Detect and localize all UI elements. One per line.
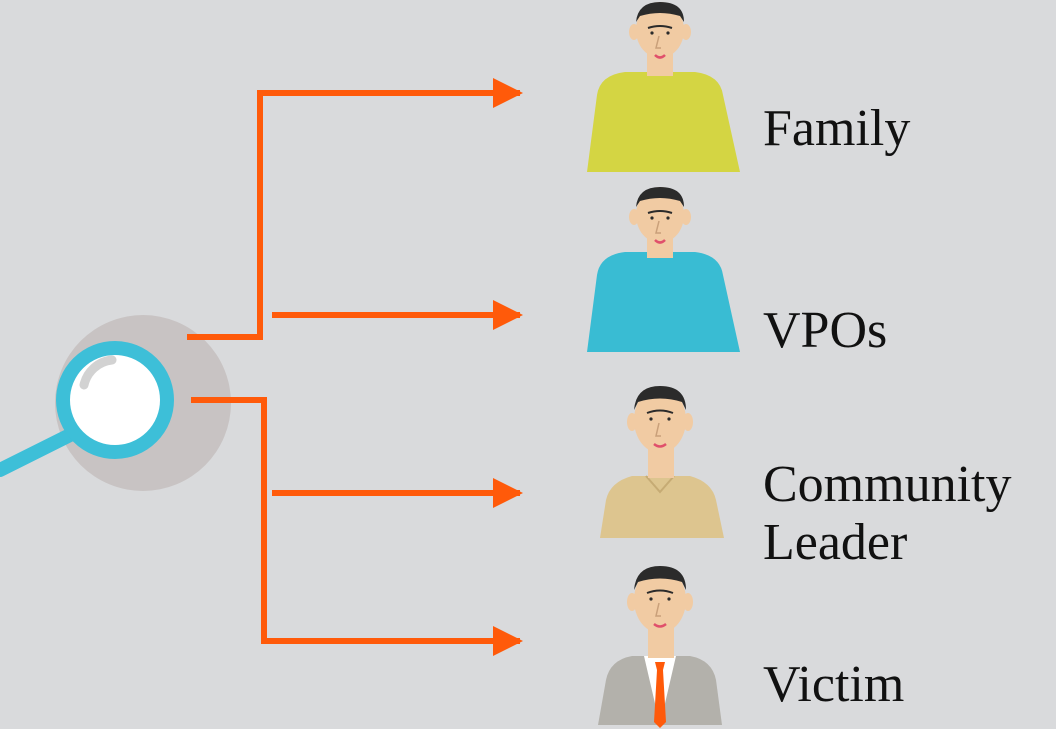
magnifier-icon <box>0 315 231 491</box>
connectors <box>187 78 523 656</box>
label-vpos: VPOs <box>763 302 888 359</box>
label-victim: Victim <box>763 656 905 713</box>
person-vpos-icon <box>587 187 740 352</box>
person-victim-icon <box>598 566 722 728</box>
label-community-leader: Community Leader <box>763 456 1012 571</box>
label-family: Family <box>763 100 911 157</box>
connector-victim <box>191 397 523 656</box>
person-community-leader-icon <box>600 386 724 538</box>
person-family-icon <box>587 2 740 172</box>
connector-family <box>187 78 523 340</box>
